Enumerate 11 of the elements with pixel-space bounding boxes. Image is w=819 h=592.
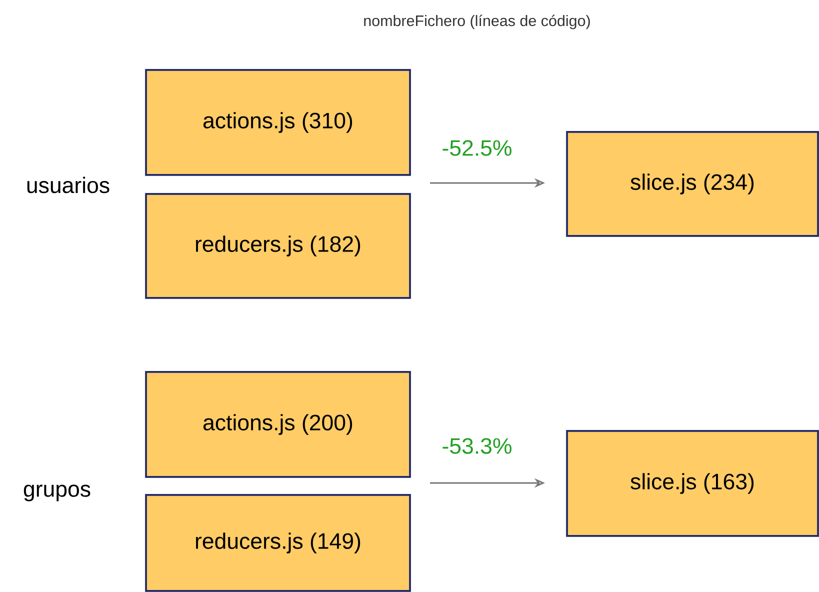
file-box: actions.js (200) <box>145 371 411 478</box>
percentage-label: -52.5% <box>442 140 512 156</box>
group-label: grupos <box>24 484 90 502</box>
percentage-label: -53.3% <box>442 438 512 454</box>
file-box: slice.js (234) <box>566 131 819 237</box>
file-box: slice.js (163) <box>566 430 819 537</box>
file-box: reducers.js (149) <box>145 494 411 592</box>
file-box: actions.js (310) <box>145 69 411 176</box>
file-box: reducers.js (182) <box>145 193 411 299</box>
group-label: usuarios <box>27 176 110 194</box>
title: nombreFichero (líneas de código) <box>364 14 590 30</box>
